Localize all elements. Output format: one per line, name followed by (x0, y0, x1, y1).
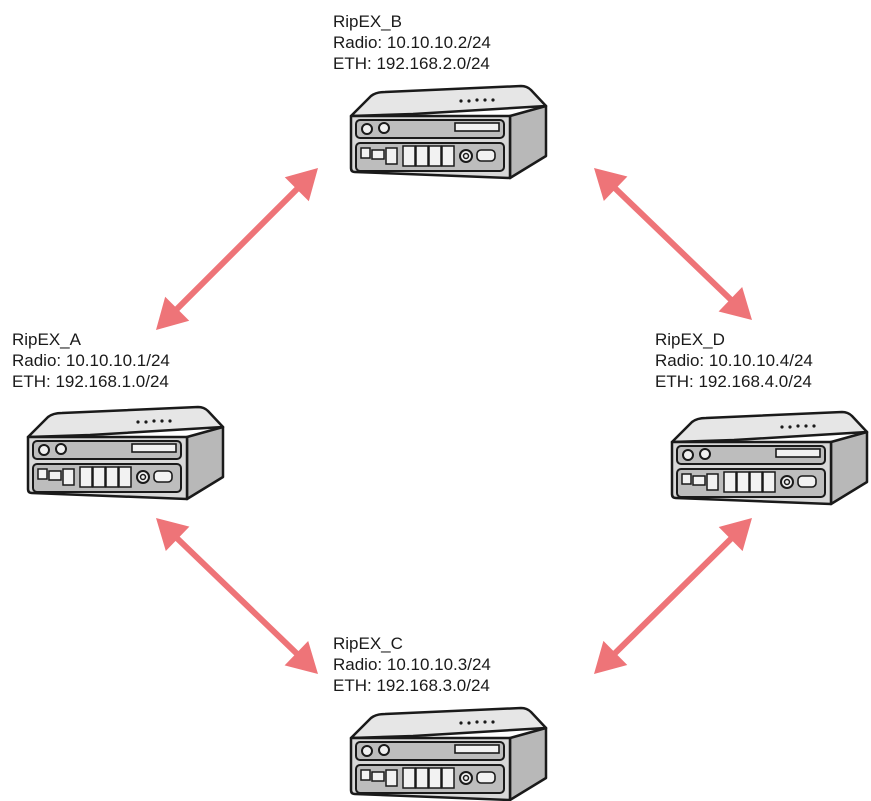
arrowhead-end (284, 168, 318, 202)
link-arrow-ripex_b-ripex_d (594, 168, 752, 320)
node-eth-address: ETH: 192.168.1.0/24 (12, 372, 169, 391)
link-arrow-ripex_d-ripex_c (594, 518, 752, 674)
arrowhead-start (718, 518, 752, 552)
node-label-ripex-d: RipEX_D Radio: 10.10.10.4/24 ETH: 192.16… (655, 329, 813, 392)
arrowhead-end (594, 640, 628, 674)
arrowhead-end (718, 286, 752, 320)
node-name: RipEX_C (333, 634, 403, 653)
modem-a-icon (26, 405, 225, 501)
node-radio-address: Radio: 10.10.10.2/24 (333, 33, 491, 52)
arrowhead-start (594, 168, 628, 202)
node-name: RipEX_B (333, 12, 402, 31)
node-label-ripex-c: RipEX_C Radio: 10.10.10.3/24 ETH: 192.16… (333, 633, 491, 696)
node-eth-address: ETH: 192.168.3.0/24 (333, 676, 490, 695)
node-radio-address: Radio: 10.10.10.4/24 (655, 351, 813, 370)
link-arrow-ripex_a-ripex_c (156, 518, 318, 674)
link-line (609, 182, 737, 306)
node-eth-address: ETH: 192.168.2.0/24 (333, 54, 490, 73)
link-arrow-ripex_a-ripex_b (156, 168, 318, 330)
link-line (608, 532, 738, 660)
modem-d-icon (670, 410, 869, 506)
link-line (170, 182, 304, 316)
link-line (171, 532, 303, 660)
arrowhead-start (156, 296, 190, 330)
modem-c-icon (349, 706, 548, 801)
node-name: RipEX_D (655, 330, 725, 349)
node-label-ripex-b: RipEX_B Radio: 10.10.10.2/24 ETH: 192.16… (333, 11, 491, 74)
node-radio-address: Radio: 10.10.10.3/24 (333, 655, 491, 674)
node-name: RipEX_A (12, 330, 81, 349)
node-eth-address: ETH: 192.168.4.0/24 (655, 372, 812, 391)
node-label-ripex-a: RipEX_A Radio: 10.10.10.1/24 ETH: 192.16… (12, 329, 170, 392)
modem-b-icon (349, 84, 548, 180)
arrowhead-end (284, 640, 318, 674)
node-radio-address: Radio: 10.10.10.1/24 (12, 351, 170, 370)
arrowhead-start (156, 518, 190, 552)
